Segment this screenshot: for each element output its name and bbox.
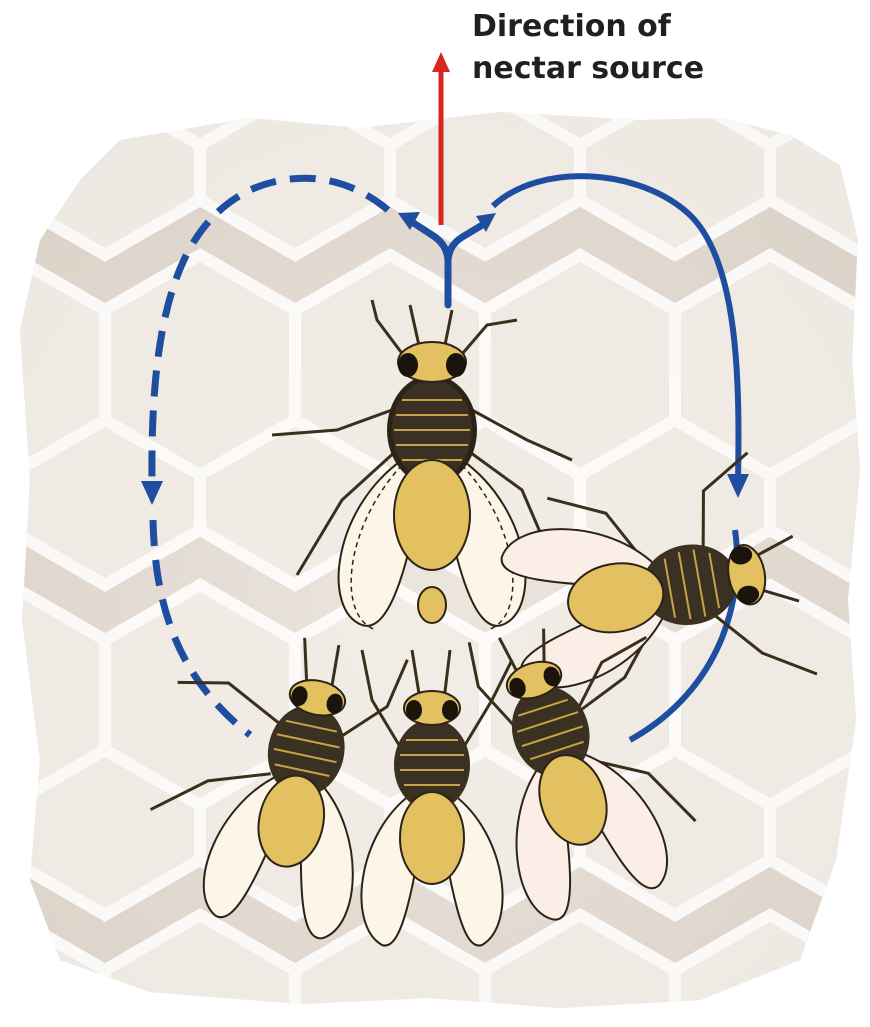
direction-label-line1: Direction of: [472, 6, 792, 48]
direction-label-line2: nectar source: [472, 48, 792, 90]
direction-label: Direction of nectar source: [472, 6, 792, 90]
